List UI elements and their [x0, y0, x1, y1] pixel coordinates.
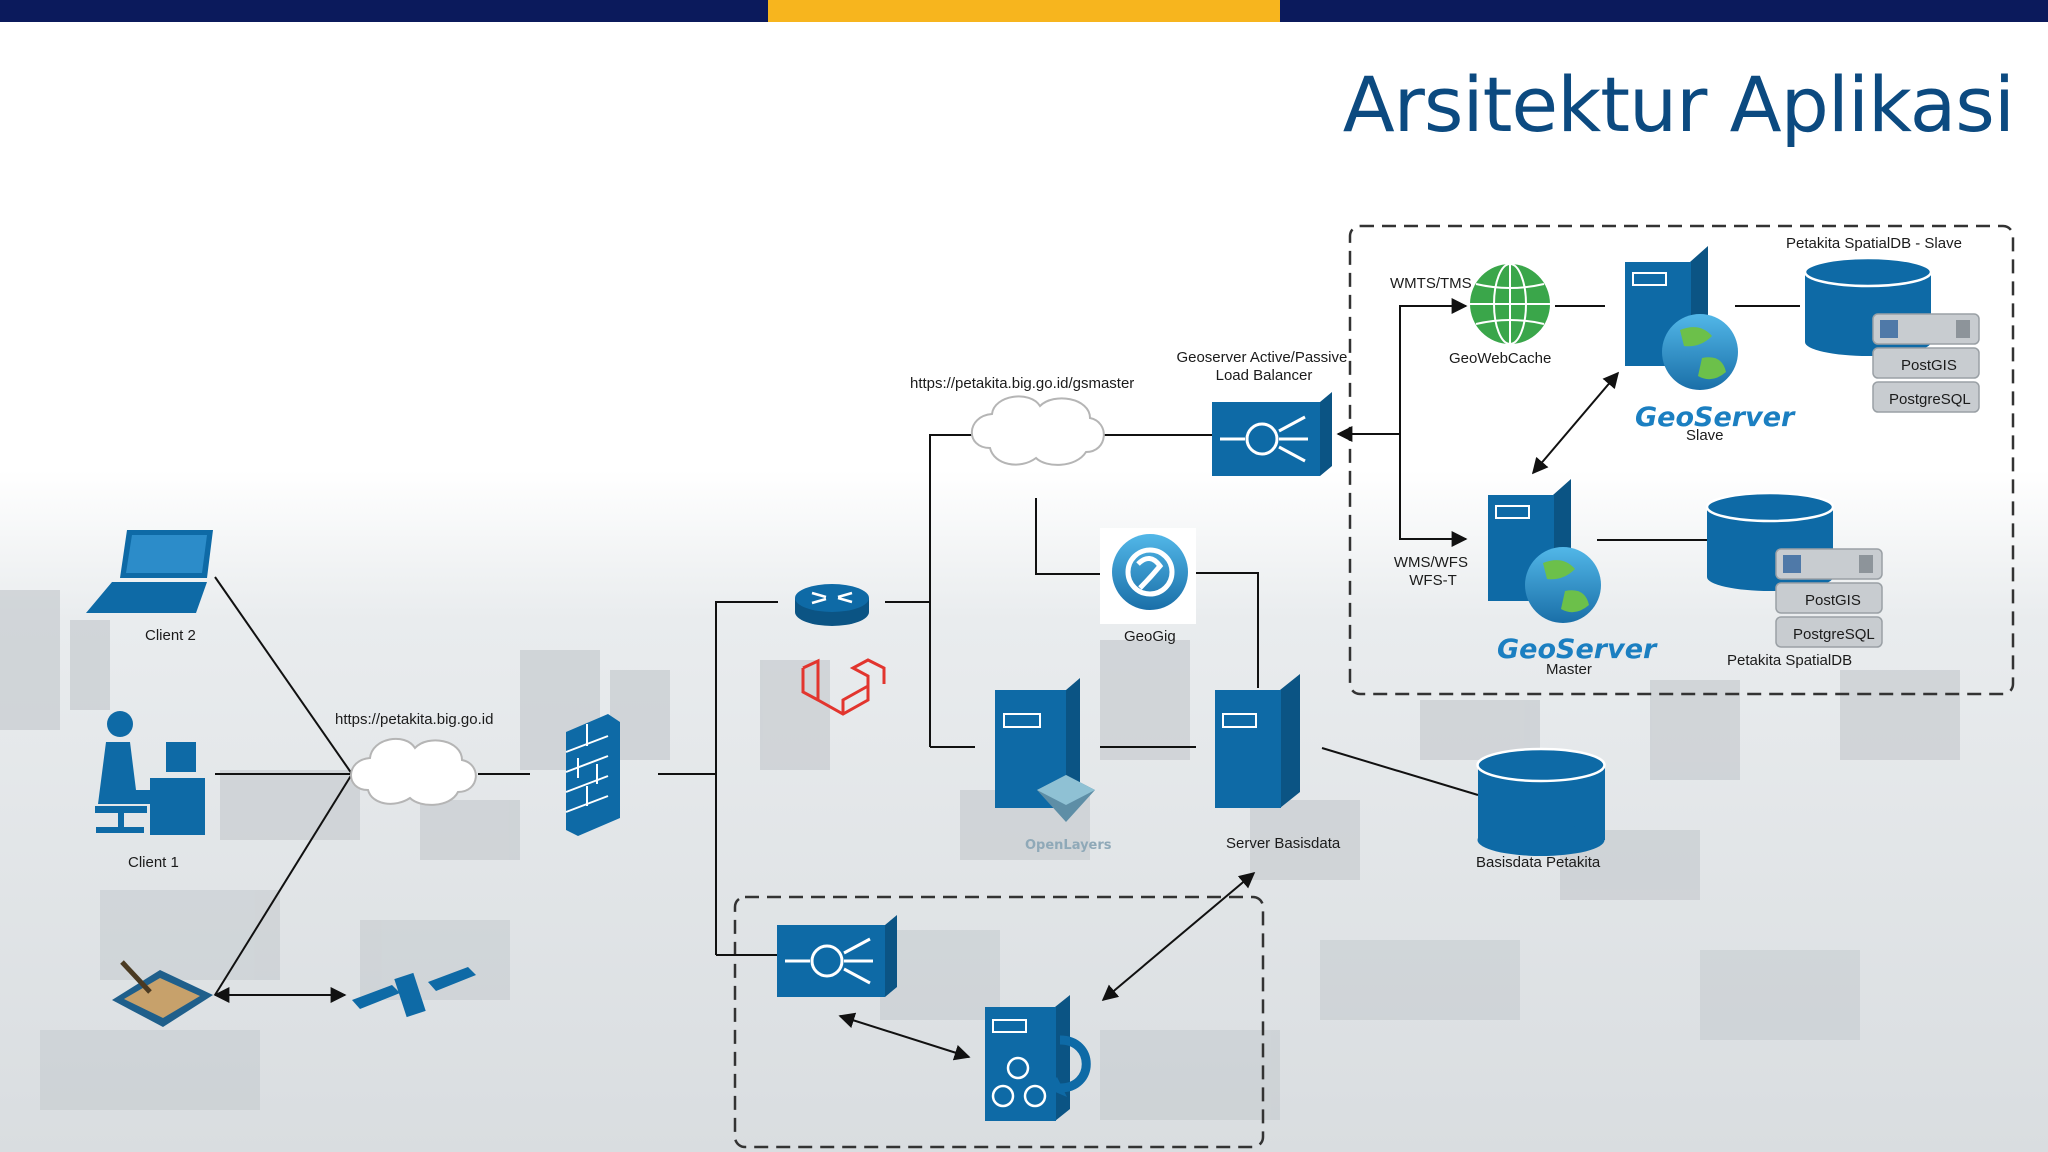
laravel-logo-icon [801, 658, 886, 716]
spatialdb-postgresql-label: PostgreSQL [1793, 626, 1875, 643]
openlayers-label: OpenLayers [1025, 838, 1112, 853]
gsmaster-cloud-icon [970, 395, 1105, 466]
client-2-label: Client 2 [145, 627, 196, 644]
wmts-tms-label: WMTS/TMS [1390, 275, 1472, 292]
database-server-icon [1215, 674, 1300, 808]
router-icon [795, 584, 869, 626]
spatialdb-slave-label: Petakita SpatialDB - Slave [1786, 235, 1962, 252]
spatialdb-postgis-label: PostGIS [1805, 592, 1861, 609]
geogig-label: GeoGig [1124, 628, 1176, 645]
geoserver-master-logo-text: GeoServer [1497, 634, 1658, 665]
load-balancer-icon [1212, 392, 1332, 476]
spatialdb-slave-stack-icon [1872, 313, 1980, 413]
spatialdb-slave-postgresql-label: PostgreSQL [1889, 391, 1971, 408]
geowebcache-label: GeoWebCache [1449, 350, 1551, 367]
backup-load-balancer-icon [777, 915, 897, 997]
geoserver-slave-logo-text: GeoServer [1635, 402, 1796, 433]
backup-server-icon [985, 995, 1091, 1121]
slide-title: Arsitektur Aplikasi [1342, 60, 2015, 149]
network-links [213, 298, 1800, 1061]
top-accent-bar [0, 0, 2048, 22]
spatialdb-slave-postgis-label: PostGIS [1901, 357, 1957, 374]
geoserver-cluster-boundary [1348, 224, 2015, 696]
top-bar-navy [0, 0, 768, 22]
backup-cluster-boundary [733, 895, 1265, 1149]
internet-cloud-icon [350, 738, 477, 806]
spatialdb-stack-icon [1775, 548, 1883, 648]
client-1-label: Client 1 [128, 854, 179, 871]
basisdata-petakita-label: Basisdata Petakita [1476, 854, 1601, 871]
public-url-label: https://petakita.big.go.id [335, 711, 493, 728]
satellite-icon [352, 967, 476, 1018]
laptop-icon [86, 530, 213, 613]
gps-tablet-icon [112, 960, 213, 1027]
top-bar-gold [768, 0, 1280, 22]
load-balancer-label: Geoserver Active/Passive Load Balancer [1176, 349, 1351, 384]
workstation-user-icon [95, 711, 205, 835]
server-basisdata-label: Server Basisdata [1226, 835, 1341, 852]
spatialdb-cylinder-icon [1705, 491, 1835, 591]
geoserver-slave-globe-icon [1662, 314, 1738, 390]
geowebcache-globe-icon [1470, 263, 1550, 345]
top-bar-navy-right [1280, 0, 2048, 22]
database-cylinder-icon [1476, 747, 1606, 856]
spatialdb-label: Petakita SpatialDB [1727, 652, 1852, 669]
geoserver-master-globe-icon [1525, 547, 1601, 623]
geoserver-master-sublabel: Master [1546, 661, 1592, 678]
geogig-logo-icon [1100, 528, 1196, 624]
openlayers-logo-icon [1037, 775, 1095, 822]
geoserver-slave-sublabel: Slave [1686, 427, 1724, 444]
gsmaster-url-label: https://petakita.big.go.id/gsmaster [910, 375, 1134, 392]
wms-wfs-label: WMS/WFS WFS-T [1394, 554, 1472, 589]
firewall-icon [565, 714, 620, 836]
